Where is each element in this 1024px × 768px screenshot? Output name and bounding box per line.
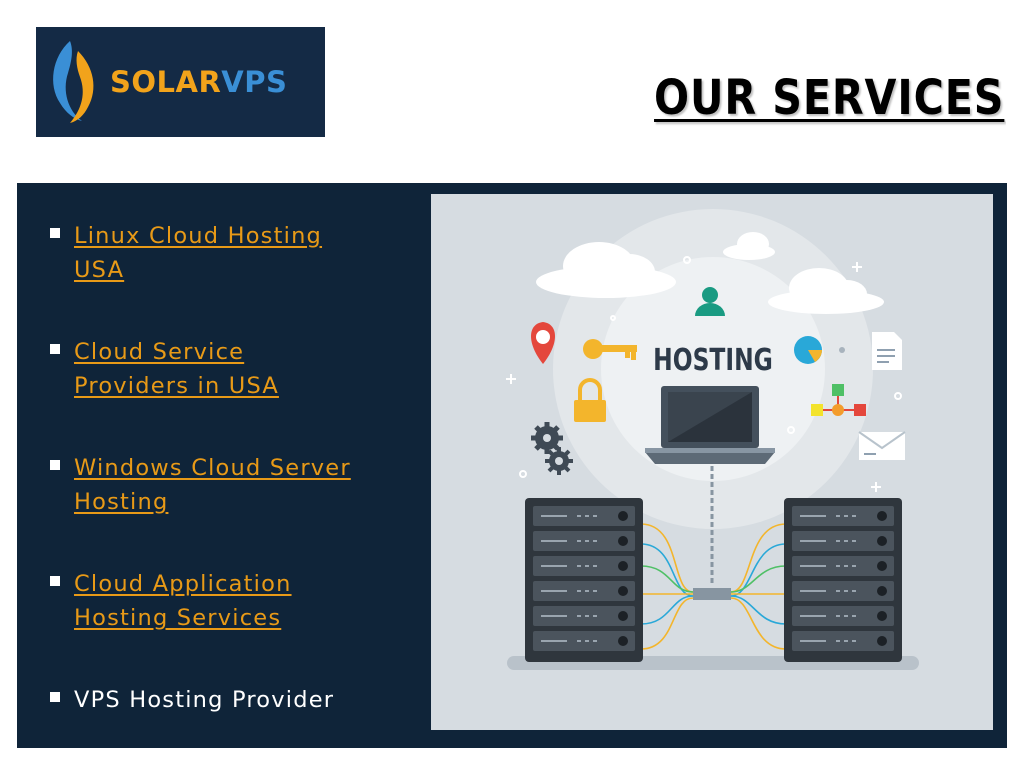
link-cloud-service-providers[interactable]: Cloud Service Providers in USA (74, 335, 279, 403)
bullet-square (50, 692, 60, 702)
link-line: Hosting Services (74, 605, 282, 631)
logo-text-solar: SOLAR (110, 64, 222, 99)
list-item: Cloud Application Hosting Services (50, 567, 292, 635)
link-line: Cloud Application (74, 571, 292, 597)
link-line: USA (74, 257, 125, 283)
link-line: Cloud Service (74, 339, 245, 365)
list-item: Cloud Service Providers in USA (50, 335, 279, 403)
cloud-icon (536, 232, 884, 314)
server-rack-icon (525, 498, 643, 662)
logo-text-vps: VPS (221, 64, 288, 99)
hosting-label: HOSTING (653, 343, 773, 378)
link-line: Providers in USA (74, 373, 279, 399)
bullet-square (50, 460, 60, 470)
service-vps-hosting-provider: VPS Hosting Provider (74, 687, 335, 713)
bullet-square (50, 576, 60, 586)
user-icon (695, 287, 725, 316)
key-icon (583, 339, 637, 360)
hosting-illustration: HOSTING (431, 194, 993, 730)
bullet-square (50, 228, 60, 238)
page-title: OUR SERVICES (653, 70, 1004, 126)
link-line: Windows Cloud Server (74, 455, 351, 481)
document-icon (872, 332, 902, 370)
list-item: VPS Hosting Provider (50, 683, 334, 717)
list-item: Linux Cloud Hosting USA (50, 219, 322, 287)
server-rack-icon (784, 498, 902, 662)
network-icon (811, 384, 866, 416)
mail-icon (858, 431, 906, 460)
lock-icon (574, 378, 606, 422)
link-line: Linux Cloud Hosting (74, 223, 323, 249)
logo-wordmark: SOLARVPS (110, 64, 288, 99)
gears-icon (531, 422, 573, 475)
list-item: Windows Cloud Server Hosting (50, 451, 351, 519)
link-windows-cloud-server-hosting[interactable]: Windows Cloud Server Hosting (74, 451, 351, 519)
bullet-square (50, 344, 60, 354)
location-pin-icon (531, 322, 555, 364)
link-cloud-application-hosting[interactable]: Cloud Application Hosting Services (74, 567, 292, 635)
link-line: Hosting (74, 489, 169, 515)
flame-logo-icon (53, 41, 94, 123)
pie-chart-icon (794, 336, 822, 364)
solarvps-logo: SOLARVPS (36, 27, 325, 137)
laptop-icon (645, 386, 775, 464)
link-linux-cloud-hosting-usa[interactable]: Linux Cloud Hosting USA (74, 219, 322, 287)
